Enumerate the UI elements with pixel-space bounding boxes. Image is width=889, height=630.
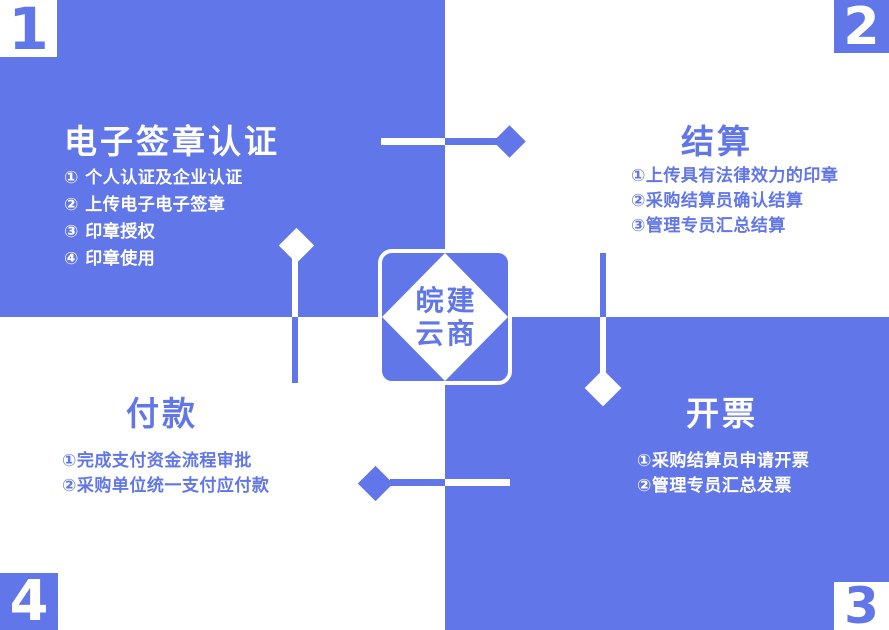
connector-bottom-diamond-icon: [357, 465, 394, 502]
brand-name-line2: 云商: [415, 317, 478, 350]
corner-number-1: 1: [0, 0, 57, 63]
connector-left-blue-bar: [292, 317, 298, 383]
connector-top-diamond-icon: [493, 125, 526, 158]
corner-number-2-digit: 2: [843, 0, 880, 57]
brand-name: 皖建 云商: [382, 253, 508, 381]
quadrant-1-step: ② 上传电子电子签章: [64, 195, 226, 215]
brand-name-line1: 皖建: [415, 284, 478, 317]
quadrant-1-step-list: ① 个人认证及企业认证 ② 上传电子电子签章 ③ 印章授权 ④ 印章使用: [64, 165, 243, 273]
connector-top-blue-bar: [445, 138, 497, 145]
corner-number-1-digit: 1: [8, 0, 49, 63]
brand-medallion: 皖建 云商: [378, 249, 512, 385]
quadrant-1-panel: [0, 0, 445, 317]
quadrant-3-panel: [445, 317, 889, 630]
quadrant-4-title: 付款: [126, 394, 198, 433]
quadrant-2-step: ③管理专员汇总结算: [631, 216, 786, 236]
connector-left-white-bar: [292, 258, 298, 318]
quadrant-2-step: ②采购结算员确认结算: [631, 191, 804, 211]
quadrant-3-title: 开票: [686, 394, 758, 433]
corner-number-3-digit: 3: [844, 577, 879, 630]
quadrant-3-step-list: ①采购结算员申请开票 ②管理专员汇总发票: [637, 449, 809, 499]
connector-right-white-bar: [600, 317, 606, 377]
corner-number-4-digit: 4: [9, 569, 49, 630]
quadrant-1-title: 电子签章认证: [64, 122, 280, 161]
corner-number-4: 4: [0, 569, 58, 630]
connector-bottom-blue-bar: [390, 479, 445, 486]
connector-bottom-white-bar: [445, 479, 510, 486]
quadrant-4-step: ②采购单位统一支付应付款: [62, 476, 270, 496]
quadrant-4-step-list: ①完成支付资金流程审批 ②采购单位统一支付应付款: [62, 449, 269, 499]
quadrant-2-step-list: ①上传具有法律效力的印章 ②采购结算员确认结算 ③管理专员汇总结算: [631, 164, 838, 239]
quadrant-1-step: ④ 印章使用: [64, 249, 156, 269]
connector-top-white-bar: [381, 138, 445, 145]
corner-number-2: 2: [834, 0, 889, 57]
quadrant-2-title: 结算: [681, 122, 753, 161]
corner-number-3: 3: [834, 577, 889, 630]
quadrant-1-step: ① 个人认证及企业认证: [64, 168, 243, 188]
quadrant-3-step: ②管理专员汇总发票: [637, 476, 792, 496]
quadrant-4-step: ①完成支付资金流程审批: [62, 451, 252, 471]
quadrant-1-step: ③ 印章授权: [64, 222, 156, 242]
quadrant-2-step: ①上传具有法律效力的印章: [631, 166, 839, 186]
connector-right-blue-bar: [600, 253, 606, 317]
quadrant-3-step: ①采购结算员申请开票: [637, 451, 810, 471]
